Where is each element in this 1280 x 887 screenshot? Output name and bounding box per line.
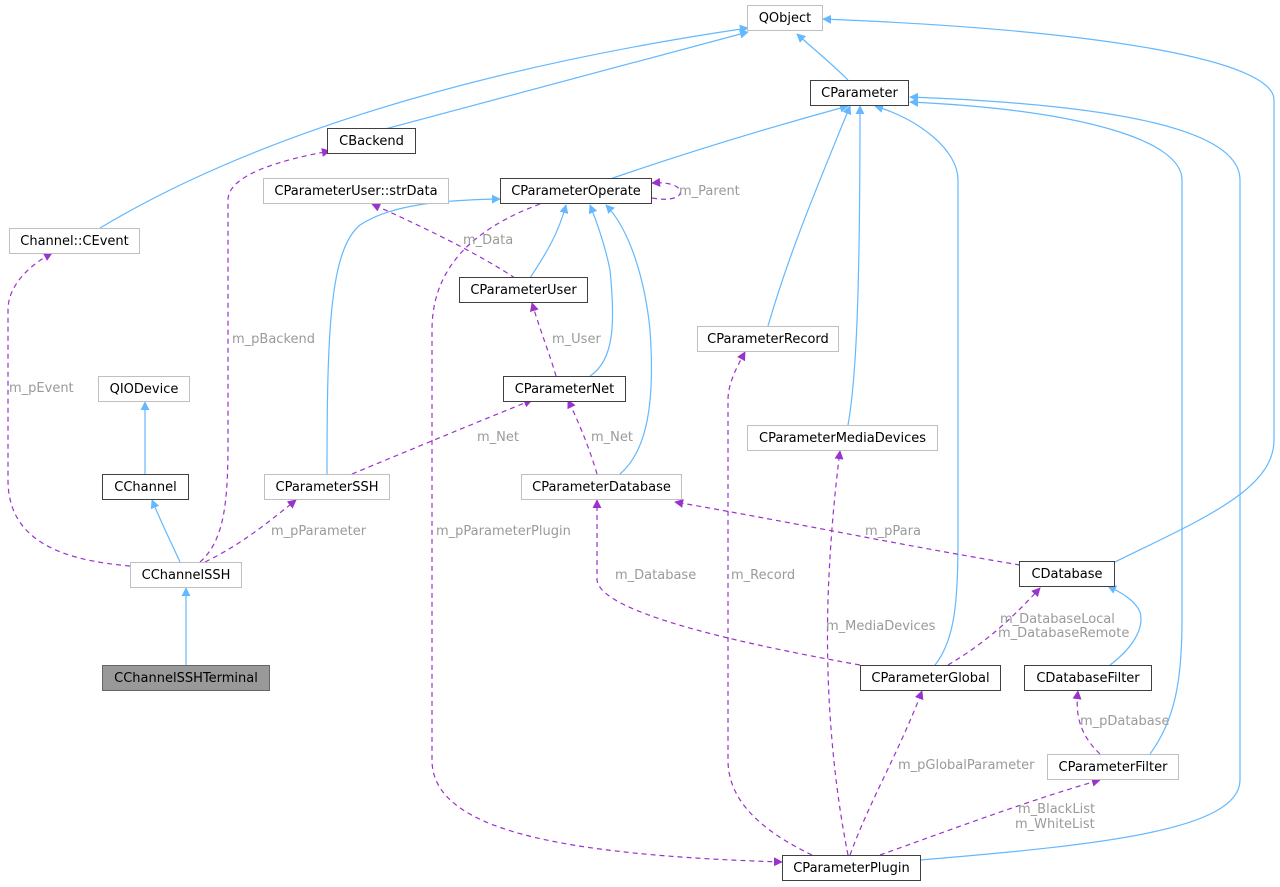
edge-label-m-net-db: m_Net: [591, 430, 633, 445]
edge-cparameter-to-qobject: [796, 33, 849, 81]
node-cparameterglobal[interactable]: CParameterGlobal: [860, 665, 1001, 691]
svg-text:CParameterGlobal: CParameterGlobal: [871, 671, 989, 686]
node-cchannel[interactable]: CChannel: [102, 474, 189, 500]
edge-m-pevent: [7, 252, 131, 567]
edge-label-m-parent: m_Parent: [679, 184, 740, 199]
node-qobject[interactable]: QObject: [747, 5, 823, 31]
edge-cbackend-to-qobject: [384, 29, 749, 130]
edge-label-m-databaselocal: m_DatabaseLocal: [1000, 612, 1115, 627]
node-cparameterplugin[interactable]: CParameterPlugin: [782, 855, 921, 881]
edge-m-net-ssh: [351, 398, 533, 475]
svg-text:CParameterMediaDevices: CParameterMediaDevices: [759, 431, 926, 446]
svg-text:CParameterUser::strData: CParameterUser::strData: [274, 184, 437, 199]
edge-m-blacklist-whitelist: [879, 777, 1101, 856]
svg-text:CParameter: CParameter: [821, 86, 898, 101]
edge-m-mediadevices: [826, 450, 849, 856]
edge-cevent-to-qobject: [99, 24, 749, 229]
node-cparameteruser[interactable]: CParameterUser: [459, 277, 588, 303]
svg-text:QIODevice: QIODevice: [110, 382, 179, 397]
svg-text:CChannelSSHTerminal: CChannelSSHTerminal: [114, 671, 258, 686]
edge-cparameternet-to-cparameteroperate: [588, 204, 614, 377]
edge-label-m-mediadevices: m_MediaDevices: [826, 619, 936, 634]
node-cparameteruser-strdata[interactable]: CParameterUser::strData: [263, 178, 449, 204]
edge-cdatabase-to-qobject: [822, 14, 1275, 563]
edge-m-data: [371, 203, 516, 279]
node-cparameterdatabase[interactable]: CParameterDatabase: [521, 474, 682, 500]
edge-cparameterglobal-to-cparameter: [874, 104, 959, 666]
edge-cparametermediadevices-to-cparameter: [847, 105, 865, 426]
edge-label-m-pparameterplugin: m_pParameterPlugin: [436, 524, 571, 539]
svg-text:CChannelSSH: CChannelSSH: [142, 568, 231, 583]
svg-text:CParameterUser: CParameterUser: [470, 283, 577, 298]
edge-label-m-databaseremote: m_DatabaseRemote: [998, 626, 1129, 641]
edge-cdatabasefilter-to-cdatabase: [1107, 585, 1142, 666]
svg-text:CParameterDatabase: CParameterDatabase: [532, 480, 671, 495]
edge-m-pparameter: [204, 499, 297, 563]
edge-label-m-pdatabase: m_pDatabase: [1080, 714, 1169, 729]
edge-label-m-pparameter: m_pParameter: [271, 524, 367, 539]
svg-text:CBackend: CBackend: [339, 134, 404, 149]
edge-m-ppara: [674, 498, 1021, 566]
node-cparameterssh[interactable]: CParameterSSH: [264, 474, 390, 500]
node-cparameteroperate[interactable]: CParameterOperate: [500, 178, 652, 204]
node-cchannelsshterminal[interactable]: CChannelSSHTerminal: [102, 665, 270, 691]
edge-label-m-whitelist: m_WhiteList: [1015, 817, 1095, 832]
svg-text:CParameterRecord: CParameterRecord: [707, 332, 829, 347]
node-cdatabase[interactable]: CDatabase: [1019, 561, 1115, 587]
node-cchannelssh[interactable]: CChannelSSH: [130, 562, 242, 588]
svg-text:CParameterSSH: CParameterSSH: [276, 480, 379, 495]
svg-text:QObject: QObject: [759, 11, 812, 26]
svg-text:CParameterNet: CParameterNet: [515, 382, 615, 397]
node-cparametermediadevices[interactable]: CParameterMediaDevices: [747, 425, 938, 451]
edge-label-m-pevent: m_pEvent: [9, 381, 74, 396]
svg-text:CDatabase: CDatabase: [1031, 567, 1102, 582]
edge-label-m-net-ssh: m_Net: [477, 430, 519, 445]
edge-m-record: [727, 351, 813, 856]
edge-label-m-pbackend: m_pBackend: [232, 332, 315, 347]
edge-m-pdatabase: [1072, 690, 1101, 755]
edge-label-m-pglobalparameter: m_pGlobalParameter: [898, 758, 1035, 773]
edge-m-pglobalparameter: [849, 690, 924, 856]
svg-text:CParameterOperate: CParameterOperate: [511, 184, 641, 199]
edge-m-pparameterplugin: [431, 203, 783, 867]
edge-cparameterrecord-to-cparameter: [767, 105, 852, 327]
edge-cparameteruser-to-cparameteroperate: [529, 204, 569, 279]
svg-text:CDatabaseFilter: CDatabaseFilter: [1036, 671, 1140, 686]
edge-cparameterplugin-to-cparameter: [909, 92, 1241, 861]
node-qiodevice[interactable]: QIODevice: [98, 376, 190, 402]
edge-m-database: [592, 499, 861, 666]
edge-label-m-ppara: m_pPara: [865, 524, 921, 539]
edge-cparameterdatabase-to-cparameteroperate: [605, 204, 653, 475]
edge-m-net-db: [567, 399, 598, 475]
svg-text:CParameterPlugin: CParameterPlugin: [793, 861, 910, 876]
edge-cchannelssh-to-cchannel: [150, 499, 181, 563]
svg-text:Channel::CEvent: Channel::CEvent: [20, 234, 128, 249]
edge-m-parent: [651, 177, 681, 200]
edge-label-m-record: m_Record: [731, 568, 795, 583]
node-cdatabasefilter[interactable]: CDatabaseFilter: [1024, 665, 1152, 691]
edge-label-m-database: m_Database: [615, 568, 696, 583]
node-cparameterfilter[interactable]: CParameterFilter: [1047, 754, 1179, 780]
svg-text:CChannel: CChannel: [114, 480, 176, 495]
node-cparameter[interactable]: CParameter: [810, 80, 909, 106]
edge-label-m-blacklist: m_BlackList: [1018, 802, 1095, 817]
edge-cparameterfilter-to-cparameter: [909, 97, 1183, 755]
edge-label-m-data: m_Data: [463, 233, 513, 248]
edge-m-pbackend: [199, 148, 331, 563]
edge-label-m-user: m_User: [552, 332, 601, 347]
svg-text:CParameterFilter: CParameterFilter: [1059, 760, 1169, 775]
node-cparameterrecord[interactable]: CParameterRecord: [697, 326, 839, 352]
edge-cparameteroperate-to-cparameter: [609, 103, 849, 180]
edge-m-databaselocal-remote: [947, 587, 1041, 666]
node-cparameternet[interactable]: CParameterNet: [503, 376, 626, 402]
node-channel-cevent[interactable]: Channel::CEvent: [9, 228, 140, 254]
node-cbackend[interactable]: CBackend: [327, 128, 416, 154]
edge-m-user: [529, 302, 557, 377]
